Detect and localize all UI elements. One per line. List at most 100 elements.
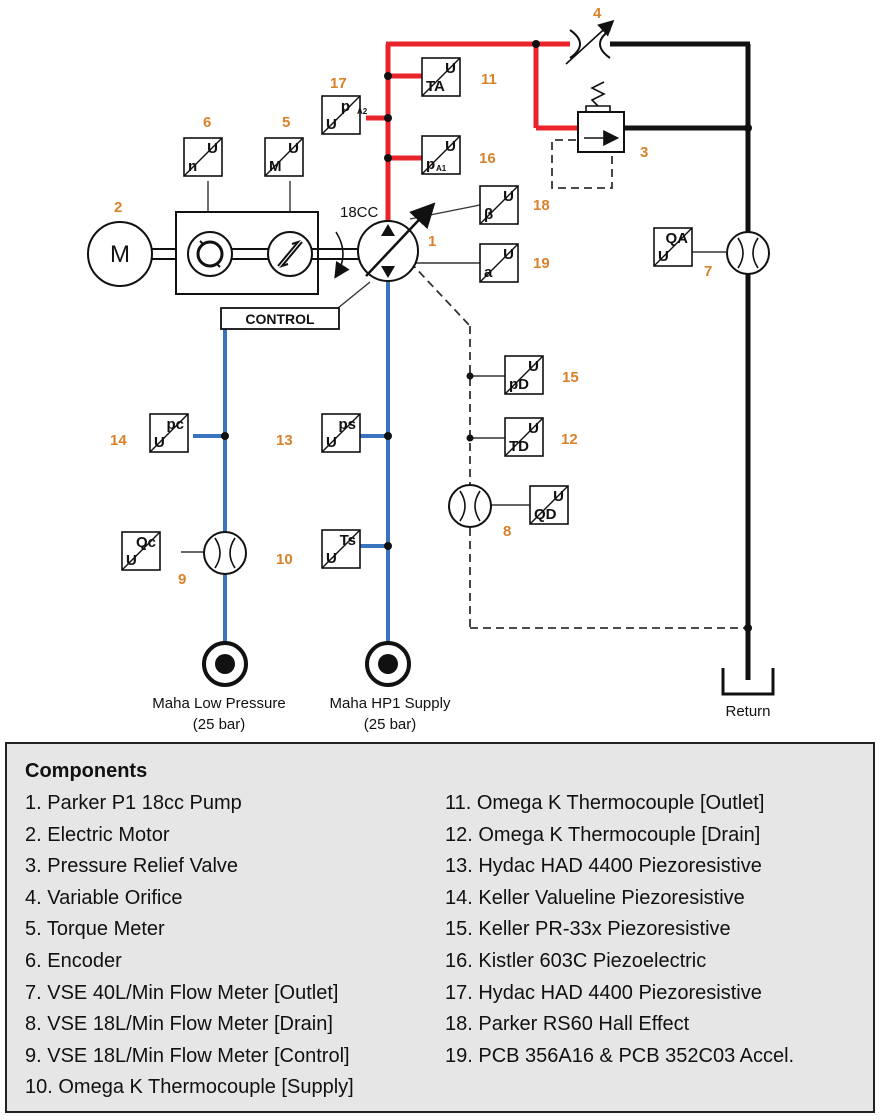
components-legend: Components 1. Parker P1 18cc Pump 2. Ele… (5, 742, 875, 1113)
sensor-main-label: TD (509, 438, 529, 455)
sensor-7: QAU (653, 227, 693, 267)
return-line (610, 41, 751, 680)
components-list-right: 11. Omega K Thermocouple [Outlet] 12. Om… (445, 788, 794, 1072)
sensor-main-label: U (326, 116, 337, 133)
sensor-main-label: U (126, 552, 137, 569)
sensor-main-label: U (326, 434, 337, 451)
pump-label: 18CC (340, 204, 379, 221)
flow-meter-control-icon (203, 531, 247, 575)
component-item: 8. VSE 18L/Min Flow Meter [Drain] (25, 1013, 333, 1036)
sensor-top-label: ps (338, 416, 356, 433)
sensor-11: UTA (421, 57, 461, 97)
sensor-top-label: U (207, 140, 218, 157)
sensor-9: QcU (121, 531, 161, 571)
component-item: 4. Variable Orifice (25, 886, 183, 909)
variable-orifice-icon (565, 19, 615, 65)
component-number-1: 1 (428, 233, 436, 250)
hp-supply-source-icon (365, 641, 411, 687)
sensor-13: psU (321, 413, 361, 453)
component-number-14: 14 (110, 432, 127, 449)
sensor-10: TsU (321, 529, 361, 569)
drive-housing (175, 211, 319, 295)
control-label: CONTROL (245, 311, 315, 327)
component-item: 10. Omega K Thermocouple [Supply] (25, 1076, 354, 1099)
component-number-7: 7 (704, 263, 712, 280)
sensor-main-label: TA (426, 78, 445, 95)
components-list-left: 1. Parker P1 18cc Pump 2. Electric Motor… (25, 788, 354, 1104)
sensor-main-label: p (426, 156, 435, 173)
control-box (220, 307, 340, 330)
junction-dots (221, 40, 752, 632)
sensor-main-label: QD (534, 506, 557, 523)
encoder-icon (187, 231, 233, 277)
component-number-13: 13 (276, 432, 293, 449)
sensor-subscript: A2 (357, 107, 368, 116)
return-label: Return (725, 703, 770, 720)
sensor-main-label: U (326, 550, 337, 567)
component-number-6: 6 (203, 114, 211, 131)
component-number-11: 11 (481, 71, 497, 88)
sensor-top-label: U (528, 358, 539, 375)
sensor-top-label: Ts (340, 532, 356, 549)
sensor-18: Uβ (479, 185, 519, 225)
pump-symbol (357, 202, 436, 282)
component-number-8: 8 (503, 523, 511, 540)
sensor-8: UQD (529, 485, 569, 525)
sensor-top-label: U (503, 188, 514, 205)
sensor-top-label: U (445, 138, 456, 155)
component-item: 2. Electric Motor (25, 823, 170, 846)
sensor-top-label: U (445, 60, 456, 77)
motor-symbol (87, 221, 153, 287)
hp-supply-source-sub: (25 bar) (364, 716, 417, 733)
sensor-6: Un (183, 137, 223, 177)
component-number-3: 3 (640, 144, 648, 161)
torque-meter-icon (267, 231, 313, 277)
pressure-line (366, 41, 580, 222)
flow-meter-drain-icon (448, 484, 492, 528)
low-pressure-source-icon (202, 641, 248, 687)
sensor-15: UpD (504, 355, 544, 395)
component-item: 18. Parker RS60 Hall Effect (445, 1013, 690, 1036)
component-number-17: 17 (330, 75, 347, 92)
component-number-9: 9 (178, 571, 186, 588)
component-item: 19. PCB 356A16 & PCB 352C03 Accel. (445, 1044, 795, 1067)
flow-meter-outlet-icon (726, 231, 770, 275)
motor-label: M (110, 241, 130, 268)
supply-line (193, 280, 390, 642)
drain-line (409, 139, 748, 629)
sensor-top-label: U (503, 246, 514, 263)
component-number-12: 12 (561, 431, 578, 448)
component-number-2: 2 (114, 199, 122, 216)
sensor-12: UTD (504, 417, 544, 457)
sensor-5: UM (264, 137, 304, 177)
component-number-19: 19 (533, 255, 550, 272)
sensor-top-label: Qc (136, 534, 156, 551)
sensor-subscript: A1 (436, 164, 447, 173)
component-item: 5. Torque Meter (25, 918, 165, 941)
low-pressure-source-label: Maha Low Pressure (152, 695, 285, 712)
sensor-main-label: U (658, 248, 669, 265)
rotation-arrow-icon (334, 231, 350, 279)
return-tank-icon (721, 668, 775, 696)
sensor-14: pcU (149, 413, 189, 453)
component-item: 13. Hydac HAD 4400 Piezoresistive (445, 855, 762, 878)
signal-lines (181, 181, 726, 553)
sensor-19: Ua (479, 243, 519, 283)
sensor-top-label: U (288, 140, 299, 157)
component-number-18: 18 (533, 197, 550, 214)
component-number-10: 10 (276, 551, 293, 568)
sensor-top-label: U (528, 420, 539, 437)
sensor-top-label: U (553, 488, 564, 505)
component-item: 1. Parker P1 18cc Pump (25, 792, 242, 814)
component-number-5: 5 (282, 114, 290, 131)
component-number-4: 4 (593, 5, 602, 22)
hydraulic-circuit-diagram: M 18CC CONTROL (87, 5, 775, 733)
component-number-15: 15 (562, 369, 579, 386)
sensor-main-label: U (154, 434, 165, 451)
component-item: 17. Hydac HAD 4400 Piezoresistive (445, 981, 762, 1004)
sensor-top-label: p (341, 98, 350, 115)
low-pressure-source-sub: (25 bar) (193, 716, 246, 733)
component-number-16: 16 (479, 150, 496, 167)
sensor-main-label: a (484, 264, 493, 281)
component-item: 9. VSE 18L/Min Flow Meter [Control] (25, 1044, 350, 1067)
